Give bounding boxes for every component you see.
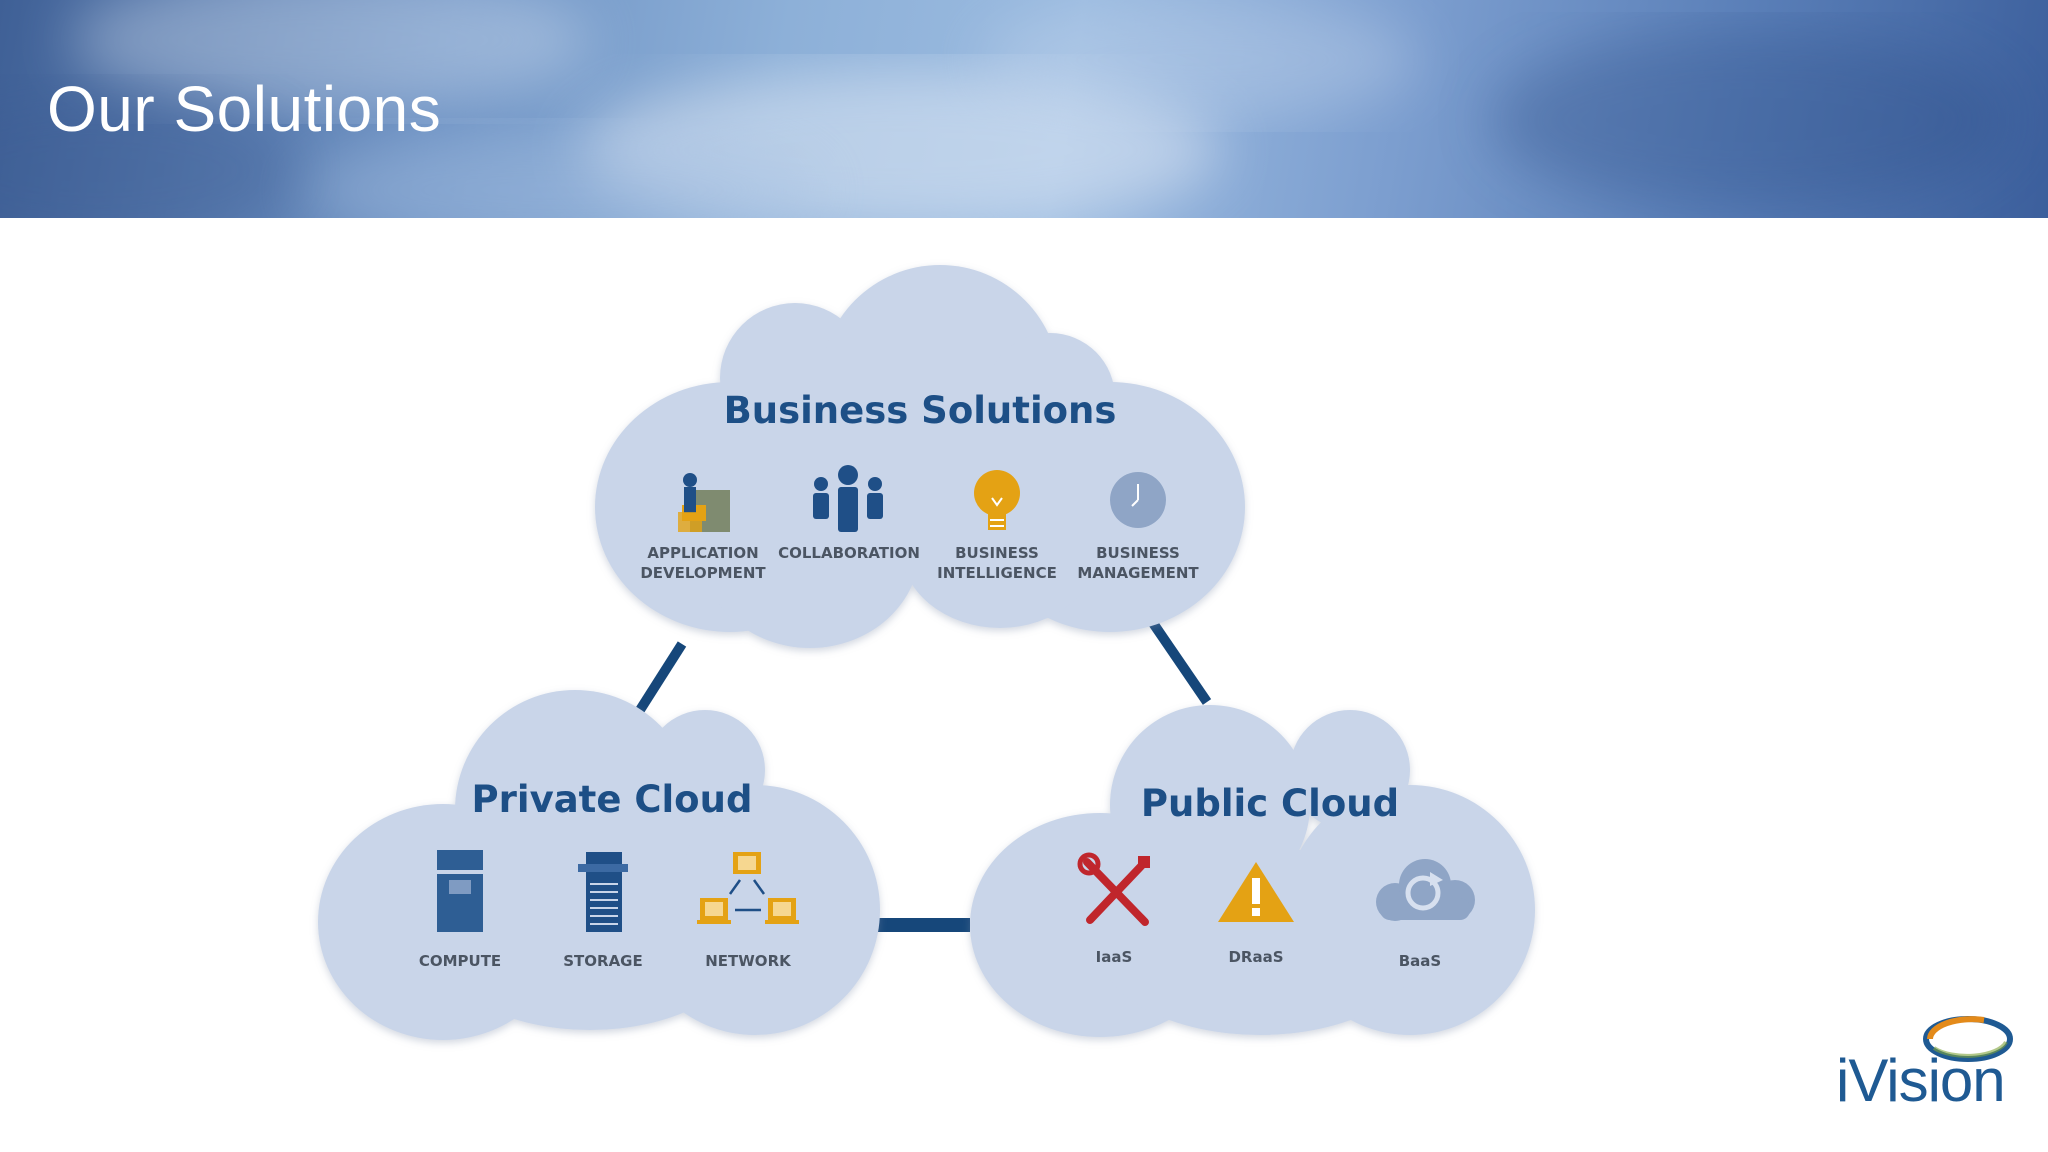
network-icon: [697, 852, 799, 924]
connector-business-private: [635, 641, 687, 713]
clock-icon: [1110, 472, 1166, 528]
ivision-logo-text: iVision: [1836, 1047, 2006, 1114]
business-intelligence-label-line1: BUSINESS: [955, 544, 1039, 562]
application-development-icon: [678, 473, 730, 532]
collaboration-label: COLLABORATION: [778, 544, 920, 562]
draas-label: DRaaS: [1228, 948, 1283, 966]
storage-label: STORAGE: [563, 952, 643, 970]
storage-icon: [578, 852, 628, 932]
business-management-label-line2: MANAGEMENT: [1077, 564, 1199, 582]
warning-icon: [1218, 862, 1294, 922]
server-icon: [437, 850, 483, 932]
header-banner: Our Solutions: [0, 0, 2048, 218]
iaas-label: IaaS: [1096, 948, 1133, 966]
app-dev-label-line1: APPLICATION: [647, 544, 758, 562]
private-cloud-title: Private Cloud: [472, 778, 753, 821]
business-solutions-title: Business Solutions: [724, 389, 1117, 432]
business-management-label-line1: BUSINESS: [1096, 544, 1180, 562]
connector-business-public: [1148, 620, 1212, 705]
public-cloud-title: Public Cloud: [1141, 782, 1399, 825]
business-solutions-cloud: [595, 265, 1245, 648]
ivision-logo-mark: [1923, 1016, 2013, 1062]
sky-background: [0, 0, 2010, 218]
lightbulb-icon: [974, 470, 1020, 530]
slide-title: Our Solutions: [47, 73, 442, 145]
private-cloud: [318, 690, 880, 1040]
cloud-sync-icon: [1376, 859, 1475, 921]
connector-lines: [635, 620, 1212, 932]
collaboration-icon: [813, 465, 883, 532]
business-intelligence-label-line2: INTELLIGENCE: [937, 564, 1057, 582]
network-label: NETWORK: [705, 952, 792, 970]
compute-label: COMPUTE: [419, 952, 501, 970]
tools-icon: [1077, 852, 1150, 926]
baas-label: BaaS: [1399, 952, 1441, 970]
app-dev-label-line2: DEVELOPMENT: [640, 564, 766, 582]
